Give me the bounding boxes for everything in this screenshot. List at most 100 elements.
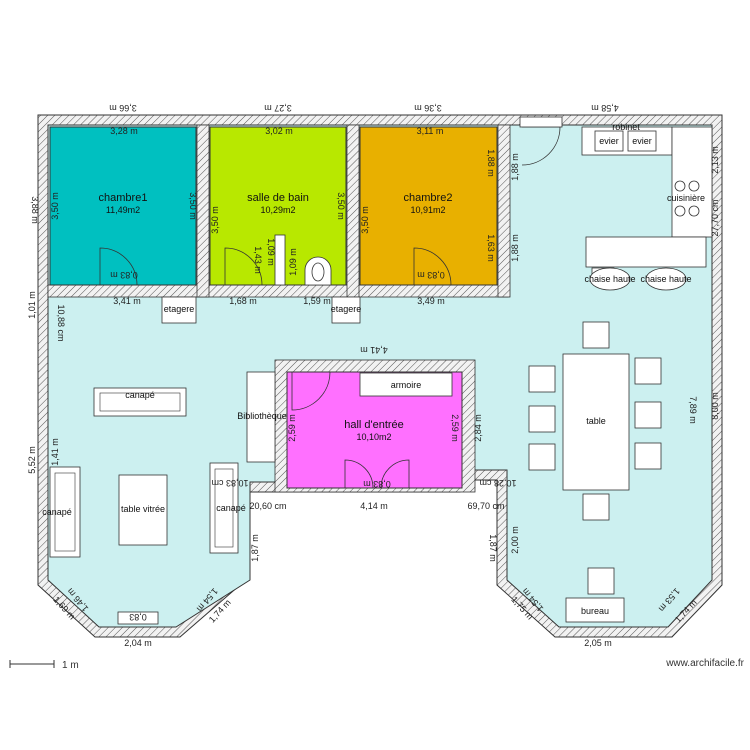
salle-de-bain-name: salle de bain (247, 192, 309, 204)
dim-right-3: 7,89 m (688, 396, 698, 424)
evier-1-label: evier (599, 136, 619, 146)
chair (582, 493, 610, 521)
cooktop-burner-icon (674, 180, 686, 192)
window-left (117, 611, 159, 625)
chair (634, 401, 662, 429)
canape-left-label: canapé (42, 507, 72, 517)
dim-wing-right-1: 1,87 m (488, 534, 498, 562)
dim-bottom-2: 1,68 m (229, 296, 257, 306)
etagere-left-label: etagere (164, 304, 195, 314)
cuisiniere-label: cuisinière (667, 193, 705, 203)
dim-ch2-right-1: 1,88 m (486, 149, 496, 177)
kitchen-bar (585, 236, 707, 268)
door-entry (521, 126, 561, 166)
table-vitree-label: table vitrée (121, 504, 165, 514)
dim-left-1: 3,88 m (30, 196, 40, 224)
interior-wall-kitchen (497, 124, 511, 298)
bibliotheque (246, 371, 276, 463)
chair (528, 365, 556, 393)
watermark: www.archifacile.fr (665, 658, 744, 669)
hall-name: hall d'entrée (344, 419, 404, 431)
dim-bottom-3: 1,59 m (303, 296, 331, 306)
evier-1 (594, 130, 624, 152)
dim-hall-outer-right: 2,84 m (473, 414, 483, 442)
dim-height-5: 3,50 m (360, 206, 370, 234)
table-label: table (586, 416, 606, 426)
evier-2-label: evier (632, 136, 652, 146)
dining-table (562, 353, 630, 491)
dim-mid-4: 69,70 cm (467, 501, 504, 511)
dim-bottom-4: 3,49 m (417, 296, 445, 306)
dim-door-2: 1,43 m (253, 246, 263, 274)
chair (528, 443, 556, 471)
chambre1-name: chambre1 (99, 192, 148, 204)
dim-door-5: 0,83 m (417, 270, 445, 280)
door-sdb (224, 247, 263, 286)
chambre2-area: 10,91m2 (410, 205, 445, 215)
etagere-right-label: etagere (331, 304, 362, 314)
dim-chambre2-width: 3,11 m (417, 126, 444, 136)
chaise-haute-1-label: chaise haute (584, 274, 635, 284)
dim-chambre1-width: 3,28 m (110, 126, 138, 136)
dim-mid-3: 10,28 cm (479, 478, 516, 488)
hall-area: 10,10m2 (356, 432, 391, 442)
dim-hall-right: 2,59 m (450, 414, 460, 442)
dim-height-3: 3,50 m (210, 206, 220, 234)
dim-right-4: 8,00 m (710, 392, 720, 420)
dim-door-1: 0,83 m (110, 270, 138, 280)
chair (587, 567, 615, 595)
dim-hall-left: 2,59 m (287, 414, 297, 442)
dim-door-4: 1,09 m (288, 248, 298, 276)
canape-left-seat (54, 472, 76, 552)
dim-bottom-1: 3,41 m (113, 296, 141, 306)
chaise-haute-1-seat (589, 267, 631, 291)
dim-wing-right-7: 2,05 m (584, 638, 612, 648)
bibliotheque-label: Bibliothèque (237, 411, 287, 421)
salle-de-bain-area: 10,29m2 (260, 205, 295, 215)
dim-top-1: 3,66 m (109, 103, 137, 113)
canape-top-seat (99, 392, 181, 412)
toilet-bowl-icon (311, 262, 325, 282)
window-left-label: 0,83 (129, 612, 147, 622)
room-chambre2 (359, 126, 498, 286)
bureau-label: bureau (581, 606, 609, 616)
chair (582, 321, 610, 349)
bureau (565, 597, 625, 623)
interior-wall-2 (346, 124, 360, 298)
dim-ch2-right-2: 1,63 m (486, 234, 496, 262)
dim-wing-right-2: 2,00 m (510, 526, 520, 554)
dim-right-1: 2,13 m (710, 146, 720, 174)
door-chambre1 (99, 247, 138, 286)
etagere-left (161, 296, 197, 324)
cooktop-burner-icon (674, 205, 686, 217)
chambre2-name: chambre2 (404, 192, 453, 204)
chaise-haute-2-seat (645, 267, 687, 291)
armoire-label: armoire (391, 380, 422, 390)
dim-wing-left-1: 1,87 m (250, 534, 260, 562)
dim-top-2: 3,27 m (264, 103, 292, 113)
chair (634, 442, 662, 470)
dim-right-2: 27,70 cm (710, 199, 720, 236)
dim-left-5: 1,41 m (50, 438, 60, 466)
dim-height-2: 3,50 m (188, 192, 198, 220)
chambre1-area: 11,49m2 (106, 205, 140, 215)
dim-mid-2: 20,60 cm (249, 501, 286, 511)
armoire (359, 372, 453, 397)
interior-wall-1 (196, 124, 210, 298)
dim-door-3: 1,09 m (266, 238, 276, 266)
dim-top-3: 3,36 m (414, 103, 442, 113)
cooktop-burner-icon (688, 180, 700, 192)
dim-hall-top: 4,41 m (360, 345, 388, 355)
dim-left-2: 1,01 m (27, 291, 37, 319)
entry-door-frame (519, 116, 563, 128)
dim-mid-1: 10,83 cm (211, 478, 248, 488)
door-chambre2 (413, 247, 452, 286)
dim-hall-door: 0,83 m (363, 479, 391, 489)
robinet-label: robinet (612, 122, 640, 132)
cooktop-burner-icon (688, 205, 700, 217)
dim-wing-left-6: 2,04 m (124, 638, 152, 648)
room-chambre1 (49, 126, 197, 286)
chair (634, 357, 662, 385)
dim-height-4: 3,50 m (336, 192, 346, 220)
